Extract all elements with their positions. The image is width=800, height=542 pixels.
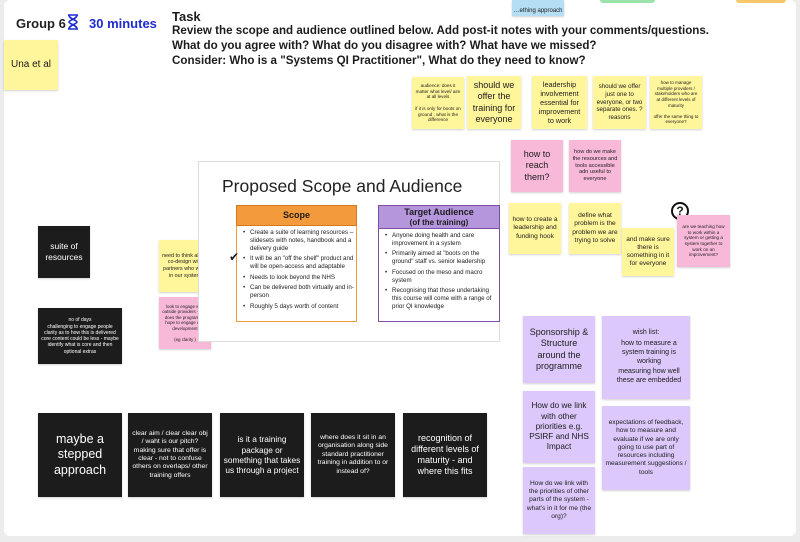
sticky-suite-resources[interactable]: suite of resources	[38, 226, 90, 278]
sticky-levels-maturity[interactable]: recognition of different levels of matur…	[403, 413, 487, 497]
sticky-teaching-system[interactable]: are we teaching how to work within a sys…	[677, 215, 730, 267]
audience-item: Primarily aimed at "boots on the ground"…	[385, 250, 497, 266]
top-orange-tab	[736, 0, 786, 3]
sticky-how-to-reach[interactable]: how to reach them?	[511, 140, 563, 192]
task-heading: Task	[172, 9, 201, 24]
sticky-expectations-feedback[interactable]: expectations of feedback, how to measure…	[602, 406, 690, 490]
sticky-co-design[interactable]: need to think about co-design with partn…	[159, 240, 211, 292]
sticky-offer-everyone[interactable]: should we offer the training for everyon…	[467, 76, 521, 129]
sticky-no-of-days[interactable]: no of days challenging to engage people …	[38, 308, 122, 364]
sticky-clear-aim[interactable]: clear aim / clear clear obj / waht is ou…	[128, 413, 212, 497]
scope-item: Roughly 5 days worth of content	[243, 303, 354, 311]
sticky-leadership-hook[interactable]: how to create a leadership and funding h…	[509, 203, 561, 254]
audience-body: Anyone doing health and care improvement…	[378, 229, 500, 322]
group-label: Group 6	[16, 16, 66, 31]
sticky-leadership[interactable]: leadership involvement essential for imp…	[532, 76, 587, 129]
sticky-one-or-two[interactable]: should we offer just one to everyone, or…	[593, 76, 646, 129]
sticky-define-problem[interactable]: define what problem is the problem we ar…	[569, 203, 621, 254]
scope-item: Needs to look beyond the NHS	[243, 274, 354, 282]
wish-list-item-2: measuring how well these are embedded	[616, 368, 682, 384]
checkmark-icon: ✔	[229, 250, 240, 264]
audience-header: Target Audience (of the training)	[378, 205, 500, 229]
task-line-2: What do you agree with? What do you disa…	[172, 39, 597, 52]
sticky-wish-list[interactable]: wish list: how to measure a system train…	[602, 316, 690, 399]
sticky-name[interactable]: Una et al	[4, 40, 58, 90]
sticky-where-does-it-sit[interactable]: where does it sit in an organisation alo…	[311, 413, 395, 497]
timer-label: 30 minutes	[89, 16, 157, 31]
sticky-sponsorship[interactable]: Sponsorship & Structure around the progr…	[523, 316, 595, 383]
hourglass-icon	[68, 14, 78, 30]
audience-item: Anyone doing health and care improvement…	[385, 232, 497, 248]
audience-item: Recognising that those undertaking this …	[385, 287, 497, 311]
task-line-3: Consider: Who is a "Systems QI Practitio…	[172, 54, 586, 67]
sticky-link-priorities[interactable]: How do we link with other priorities e.g…	[523, 391, 595, 463]
slide-title: Proposed Scope and Audience	[222, 176, 463, 196]
sticky-something-for-everyone[interactable]: and make sure there is something in it f…	[622, 228, 674, 276]
scope-item: Create a suite of learning resources – s…	[243, 229, 354, 253]
scope-heading-text: Scope	[282, 210, 310, 221]
audience-list: Anyone doing health and care improvement…	[382, 232, 497, 311]
sticky-link-other-parts[interactable]: How do we link with the priorities of ot…	[523, 467, 595, 534]
sticky-accessible[interactable]: how do we make the resources and tools a…	[569, 140, 621, 192]
scope-list: Create a suite of learning resources – s…	[240, 229, 354, 310]
wish-list-item-1: how to measure a system training is work…	[621, 340, 677, 365]
top-green-tab	[600, 0, 655, 3]
scope-item: It will be an "off the shelf" product an…	[243, 255, 354, 271]
sticky-stepped-approach[interactable]: maybe a stepped approach	[38, 413, 122, 497]
audience-heading-text: Target Audience	[404, 207, 474, 218]
sticky-training-package[interactable]: is it a training package or something th…	[220, 413, 304, 497]
sticky-audience-level[interactable]: audience: does it matter what level/ aim…	[412, 77, 464, 129]
wish-list-title: wish list:	[632, 329, 660, 337]
scope-header: Scope	[236, 205, 357, 226]
task-line-1: Review the scope and audience outlined b…	[172, 24, 710, 37]
scope-item: Can be delivered both virtually and in-p…	[243, 284, 354, 300]
audience-subheading-text: (of the training)	[409, 217, 469, 227]
audience-item: Focused on the meso and macro system	[385, 269, 497, 285]
sticky-top-partial[interactable]: …ething approach	[512, 0, 564, 16]
sticky-multiple-providers[interactable]: how to manage multiple providers / stake…	[650, 76, 702, 129]
scope-body: Create a suite of learning resources – s…	[236, 226, 357, 322]
